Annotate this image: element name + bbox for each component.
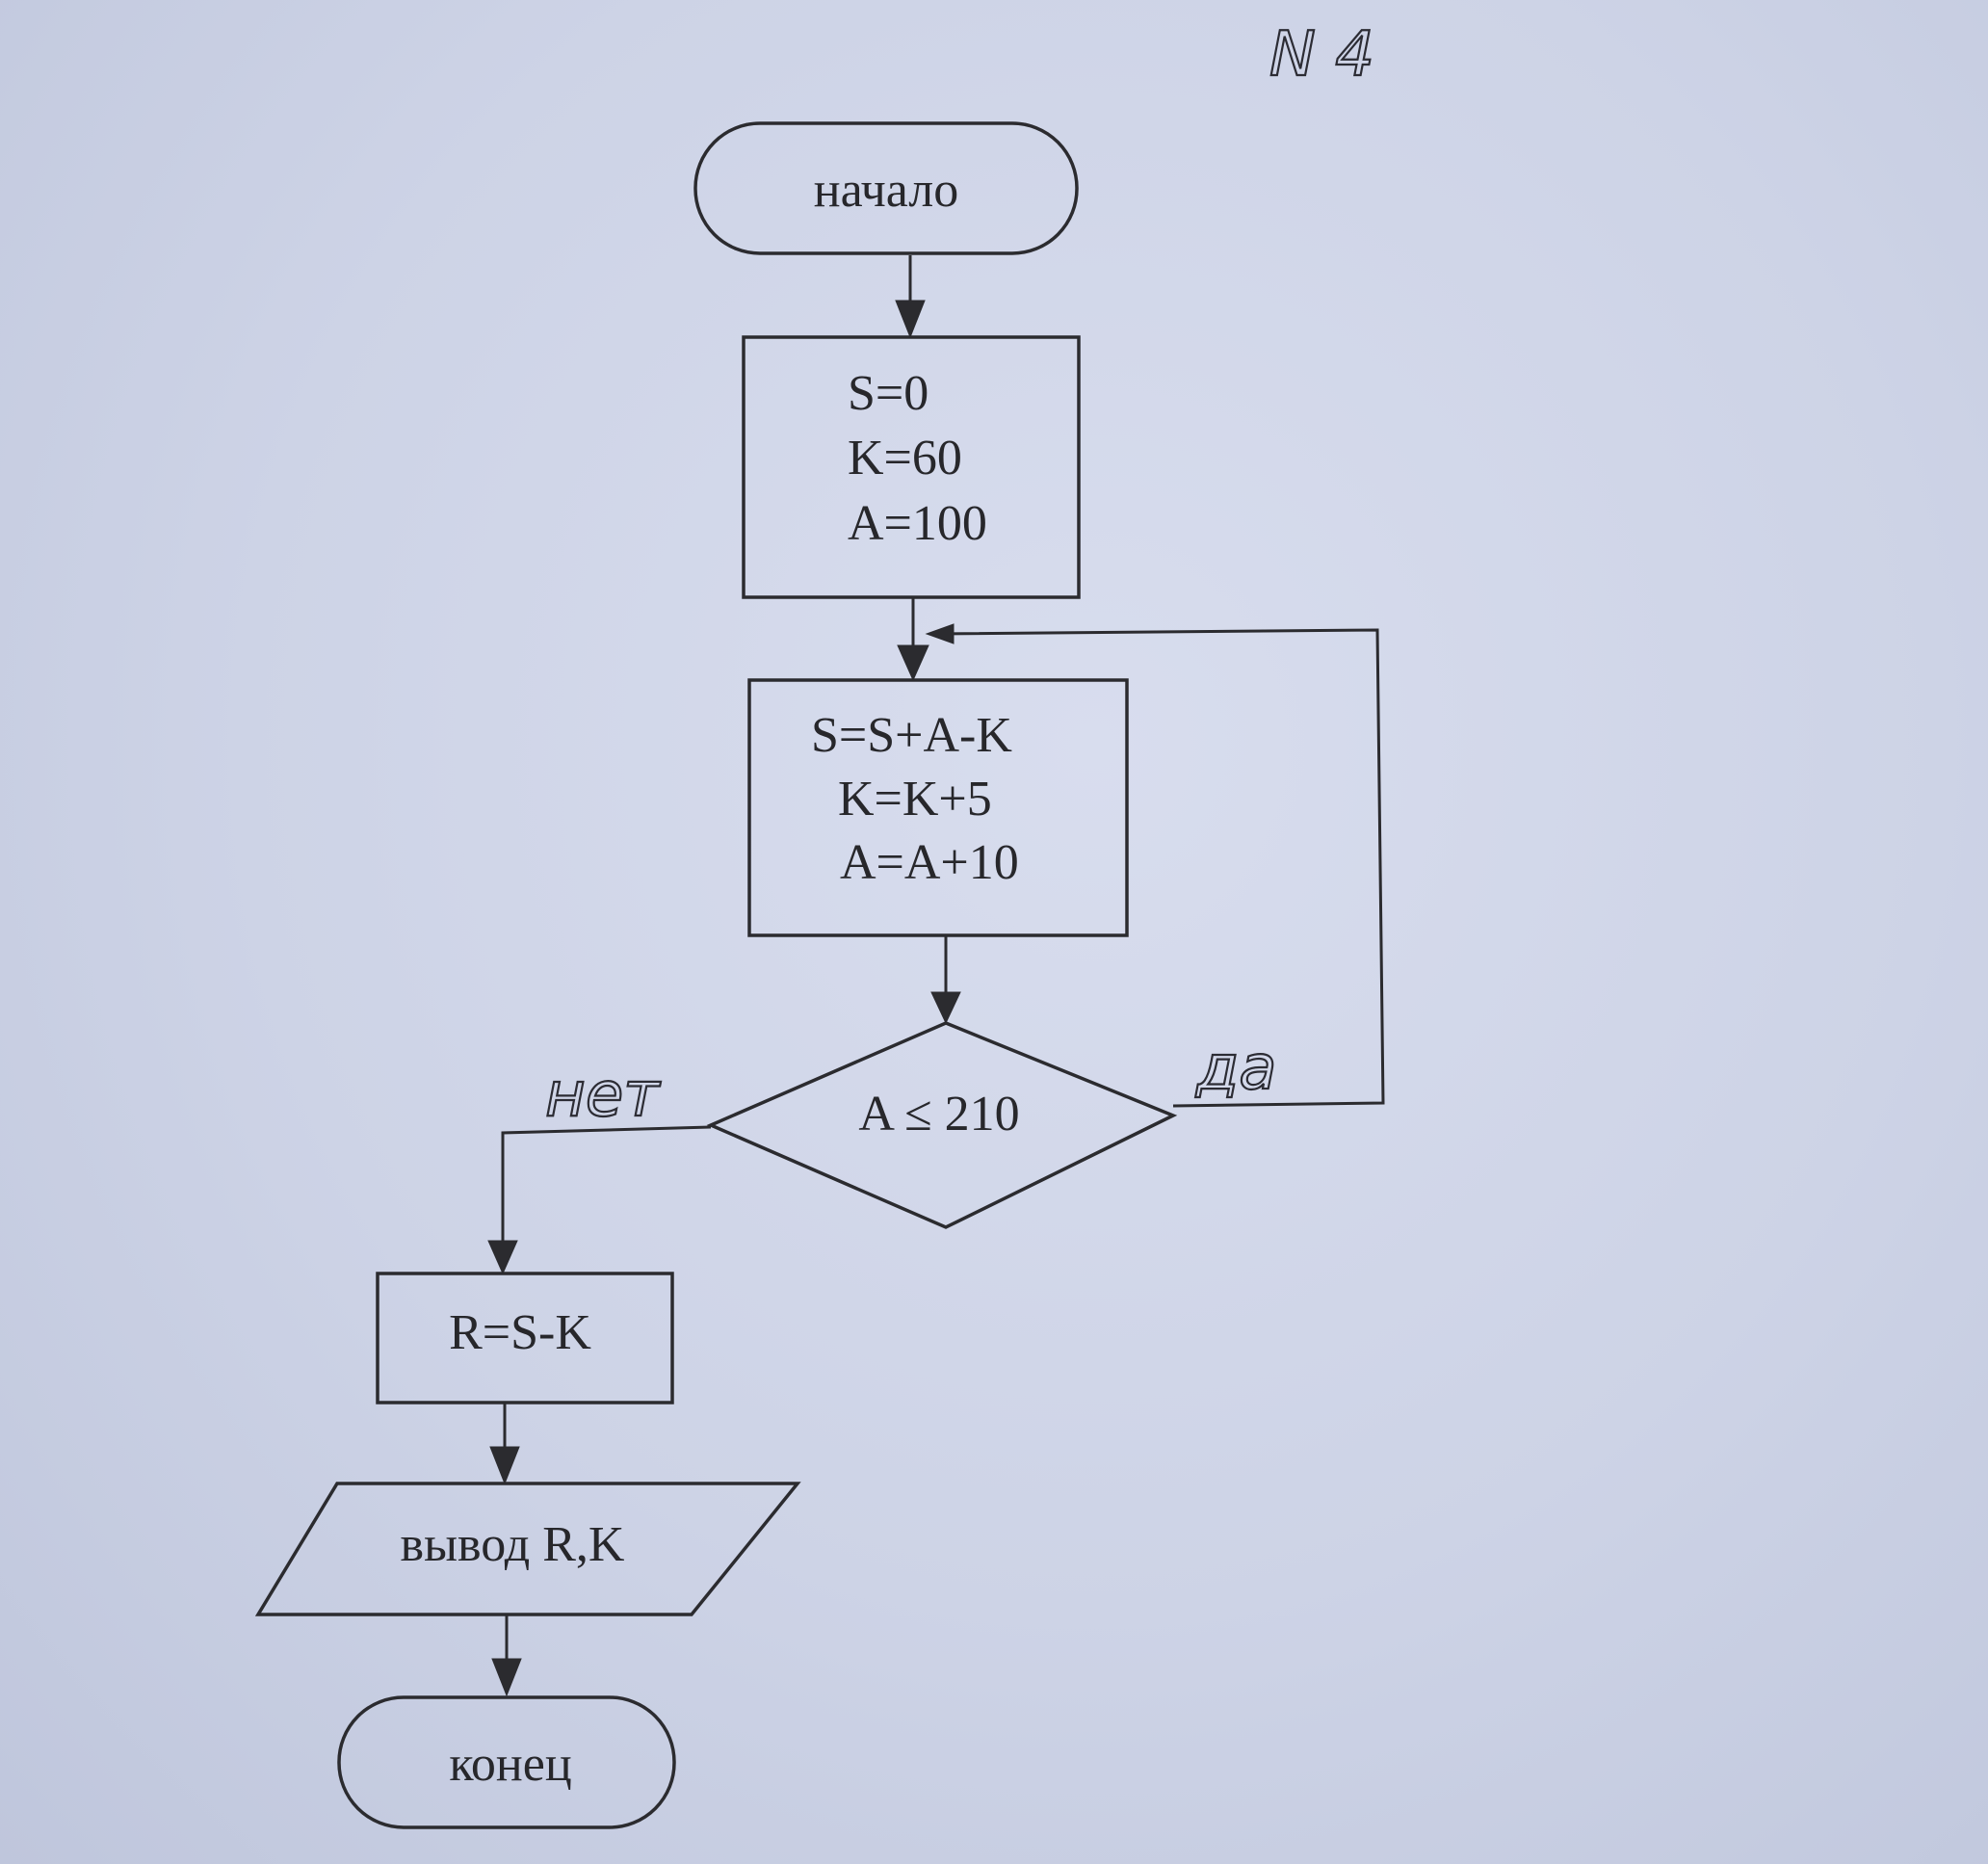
arrowhead (930, 991, 961, 1025)
arrowhead (895, 300, 926, 339)
yes-branch-line (933, 628, 1385, 1108)
arrowhead (925, 623, 955, 644)
compute-label: R=S-K (449, 1305, 591, 1360)
arrowhead (489, 1446, 520, 1485)
no-branch-label: нет (545, 1060, 661, 1131)
yes-branch-label: да (1195, 1033, 1276, 1104)
loop-body-process (747, 678, 1129, 937)
init-line: A=100 (848, 496, 987, 551)
loop-line: A=A+10 (840, 835, 1019, 890)
arrowhead (897, 644, 929, 682)
compute-process (376, 1272, 674, 1405)
init-process (742, 335, 1081, 599)
no-branch-line (501, 1125, 712, 1252)
init-line: K=60 (848, 431, 962, 486)
sheet-label: N 4 (1269, 19, 1374, 91)
start-terminator (693, 121, 1079, 255)
loop-line: S=S+A-K (811, 708, 1012, 763)
arrowhead (491, 1658, 522, 1697)
arrowhead (487, 1240, 518, 1275)
output-block (254, 1482, 801, 1616)
condition-decision (706, 1021, 1178, 1229)
start-label: начало (814, 163, 958, 218)
condition-label: A ≤ 210 (858, 1087, 1019, 1142)
loop-line: K=K+5 (838, 772, 992, 827)
output-label: вывод R,K (401, 1517, 625, 1572)
end-terminator (337, 1695, 676, 1829)
init-line: S=0 (848, 366, 929, 421)
end-label: конец (449, 1737, 571, 1792)
